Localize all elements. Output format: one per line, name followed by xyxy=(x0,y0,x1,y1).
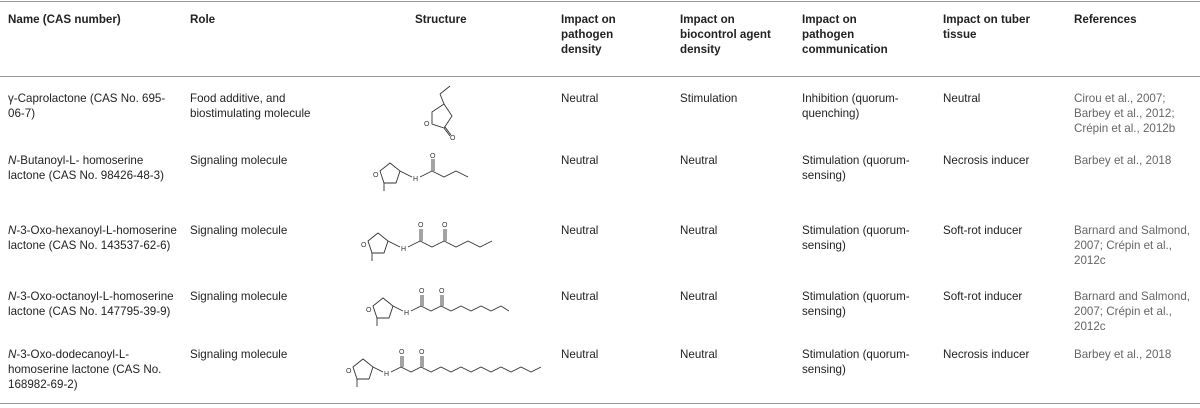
row-1-pathogen-density: Neutral xyxy=(561,154,599,167)
row-0-structure: O O xyxy=(410,82,470,142)
row-4-role: Signaling molecule xyxy=(190,348,288,361)
svg-text:H: H xyxy=(413,176,418,183)
svg-text:O: O xyxy=(430,153,436,160)
row-2-references: Barnard and Salmond, 2007; Crépin et al.… xyxy=(1074,224,1191,267)
header-pathogen-communication: Impact on pathogen communication xyxy=(802,13,888,56)
row-2-structure: O O O H xyxy=(360,215,530,265)
svg-text:H: H xyxy=(384,371,389,378)
row-2-name: N-3-Oxo-hexanoyl-L-homoserine lactone (C… xyxy=(8,224,177,252)
header-role: Role xyxy=(190,13,216,26)
svg-text:O: O xyxy=(366,307,372,314)
row-4-name: N-3-Oxo-dodecanoyl-L-homoserine lactone … xyxy=(8,348,162,391)
row-1-role: Signaling molecule xyxy=(190,154,288,167)
header-pathogen-density: Impact on pathogen density xyxy=(561,13,616,56)
header-name: Name (CAS number) xyxy=(8,13,121,26)
row-0-name: γ-Caprolactone (CAS No. 695-06-7) xyxy=(8,92,166,120)
svg-text:O: O xyxy=(399,349,405,356)
row-4-references: Barbey et al., 2018 xyxy=(1074,348,1172,361)
row-2-pathogen-communication: Stimulation (quorum-sensing) xyxy=(802,224,910,252)
svg-text:O: O xyxy=(442,222,448,229)
svg-text:O: O xyxy=(419,288,425,295)
svg-text:O: O xyxy=(418,222,424,229)
row-4-biocontrol-density: Neutral xyxy=(680,348,718,361)
svg-text:O: O xyxy=(424,121,430,128)
row-2-tuber-tissue: Soft-rot inducer xyxy=(943,224,1023,237)
row-0-pathogen-density: Neutral xyxy=(561,92,599,105)
row-2-role: Signaling molecule xyxy=(190,224,288,237)
row-1-references: Barbey et al., 2018 xyxy=(1074,154,1172,167)
row-2-biocontrol-density: Neutral xyxy=(680,224,718,237)
bottom-rule xyxy=(0,403,1200,404)
svg-text:H: H xyxy=(404,310,409,317)
row-4-pathogen-density: Neutral xyxy=(561,348,599,361)
svg-text:H: H xyxy=(401,246,406,253)
row-3-pathogen-density: Neutral xyxy=(561,290,599,303)
svg-text:O: O xyxy=(346,368,352,375)
row-3-pathogen-communication: Stimulation (quorum-sensing) xyxy=(802,290,910,318)
header-rule xyxy=(0,76,1200,77)
butanoyl-hsl-structure: O O H xyxy=(373,153,469,191)
row-1-pathogen-communication: Stimulation (quorum-sensing) xyxy=(802,154,910,182)
row-4-structure: O O O H xyxy=(345,343,550,391)
row-2-pathogen-density: Neutral xyxy=(561,224,599,237)
oxo-hexanoyl-hsl-structure: O O O H xyxy=(361,222,493,261)
svg-text:O: O xyxy=(361,242,367,249)
row-1-tuber-tissue: Necrosis inducer xyxy=(943,154,1030,167)
row-4-pathogen-communication: Stimulation (quorum-sensing) xyxy=(802,348,910,376)
header-structure: Structure xyxy=(415,13,467,26)
row-3-name: N-3-Oxo-octanoyl-L-homoserine lactone (C… xyxy=(8,290,174,318)
header-references: References xyxy=(1074,13,1137,26)
gamma-caprolactone-structure: O O xyxy=(424,85,456,142)
oxo-octanoyl-hsl-structure: O O O H xyxy=(366,288,510,326)
header-tuber-tissue: Impact on tuber tissue xyxy=(943,13,1030,41)
row-3-tuber-tissue: Soft-rot inducer xyxy=(943,290,1023,303)
row-1-structure: O O H xyxy=(372,151,512,193)
svg-text:O: O xyxy=(450,135,456,142)
row-3-biocontrol-density: Neutral xyxy=(680,290,718,303)
header-biocontrol-density: Impact on biocontrol agent density xyxy=(680,13,771,56)
row-1-name: N-Butanoyl-L- homoserine lactone (CAS No… xyxy=(8,154,164,182)
svg-text:O: O xyxy=(373,172,379,179)
row-0-pathogen-communication: Inhibition (quorum-quenching) xyxy=(802,92,899,120)
row-3-role: Signaling molecule xyxy=(190,290,288,303)
row-0-tuber-tissue: Neutral xyxy=(943,92,981,105)
row-3-structure: O O O H xyxy=(365,284,525,328)
svg-text:O: O xyxy=(439,288,445,295)
row-0-role: Food additive, and biostimulating molecu… xyxy=(190,92,311,120)
row-0-references: Cirou et al., 2007; Barbey et al., 2012;… xyxy=(1074,92,1176,135)
row-1-biocontrol-density: Neutral xyxy=(680,154,718,167)
top-rule xyxy=(0,1,1200,2)
row-3-references: Barnard and Salmond, 2007; Crépin et al.… xyxy=(1074,290,1191,333)
svg-text:O: O xyxy=(419,349,425,356)
row-0-biocontrol-density: Stimulation xyxy=(680,92,738,105)
row-4-tuber-tissue: Necrosis inducer xyxy=(943,348,1030,361)
oxo-dodecanoyl-hsl-structure: O O O H xyxy=(346,349,542,387)
